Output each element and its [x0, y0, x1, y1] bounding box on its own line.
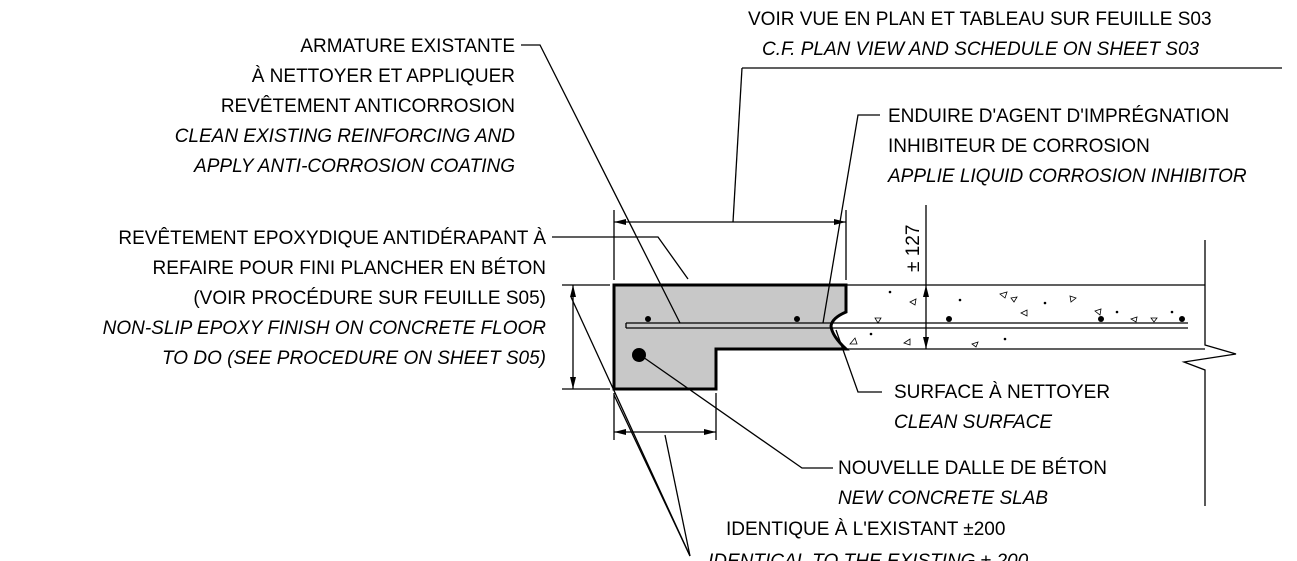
identical-note-en: IDENTICAL TO THE EXISTING ± 200 [708, 551, 1029, 561]
break-line [1181, 240, 1237, 506]
leader-lines [521, 44, 882, 557]
epoxy-note-en-2: TO DO (SEE PROCEDURE ON SHEET S05) [162, 348, 546, 369]
inhibitor-note-fr-1: ENDUIRE D'AGENT D'IMPRÉGNATION [888, 106, 1229, 127]
top-dimension [613, 67, 1282, 280]
slab-thickness-label: ± 127 [903, 225, 924, 272]
surface-note-en: CLEAN SURFACE [894, 412, 1052, 433]
rebar-dot [645, 316, 651, 322]
epoxy-note-fr-3: (VOIR PROCÉDURE SUR FEUILLE S05) [193, 288, 546, 309]
rebar-dot [794, 316, 800, 322]
epoxy-note-fr-1: REVÊTEMENT EPOXYDIQUE ANTIDÉRAPANT À [118, 227, 546, 249]
new-slab-section [612, 283, 850, 391]
armature-note-fr-2: À NETTOYER ET APPLIQUER [252, 66, 515, 87]
slab-thickness-dimension [923, 205, 929, 349]
identical-note-fr: IDENTIQUE À L'EXISTANT ±200 [726, 519, 1005, 540]
bottom-dimension [613, 393, 717, 440]
reinforcing-bar [625, 322, 1188, 329]
left-dimension [562, 284, 610, 390]
surface-note-fr: SURFACE À NETTOYER [894, 382, 1110, 403]
slab-note-fr: NOUVELLE DALLE DE BÉTON [838, 458, 1107, 479]
epoxy-note-fr-2: REFAIRE POUR FINI PLANCHER EN BÉTON [153, 258, 546, 279]
large-rebar [632, 348, 646, 362]
rebar-dot [1179, 316, 1185, 322]
slab-note-en: NEW CONCRETE SLAB [838, 488, 1048, 509]
inhibitor-note-fr-2: INHIBITEUR DE CORROSION [888, 136, 1150, 157]
armature-note-en-2: APPLY ANTI-CORROSION COATING [193, 156, 515, 177]
rebar-dot [946, 316, 952, 322]
armature-note-fr-1: ARMATURE EXISTANTE [300, 36, 515, 57]
armature-note-en-1: CLEAN EXISTING REINFORCING AND [175, 126, 516, 147]
armature-note-fr-3: REVÊTEMENT ANTICORROSION [221, 95, 515, 117]
inhibitor-note-en: APPLIE LIQUID CORROSION INHIBITOR [887, 166, 1247, 187]
epoxy-note-en-1: NON-SLIP EPOXY FINISH ON CONCRETE FLOOR [103, 318, 547, 339]
concrete-aggregate-hatch [849, 290, 1174, 348]
plan-view-note-fr: VOIR VUE EN PLAN ET TABLEAU SUR FEUILLE … [748, 9, 1212, 30]
rebar-dot [1098, 316, 1104, 322]
plan-view-note-en: C.F. PLAN VIEW AND SCHEDULE ON SHEET S03 [762, 39, 1200, 60]
existing-slab [846, 284, 1205, 350]
